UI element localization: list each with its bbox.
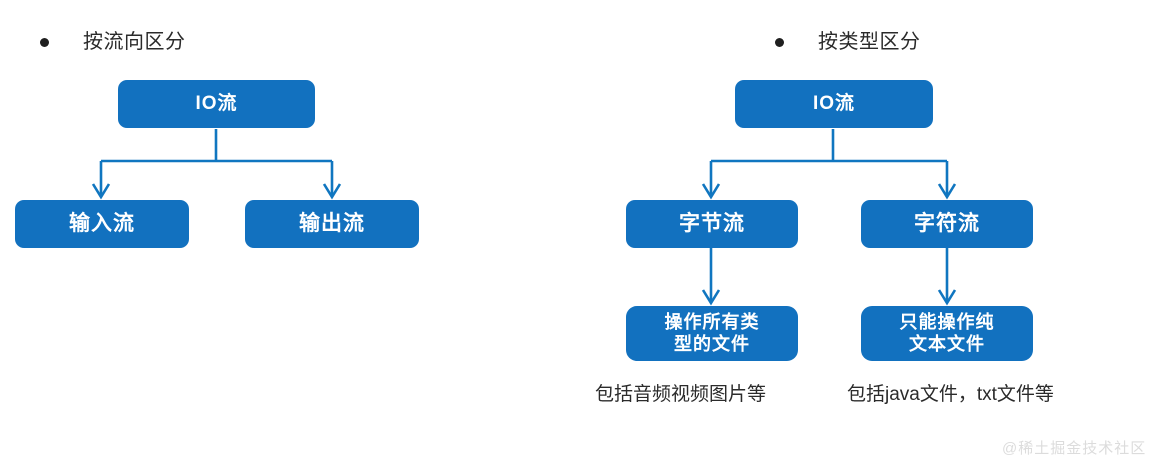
byte-detail-arrowhead: [701, 289, 721, 306]
node-output-stream-label: 输出流: [299, 211, 365, 235]
node-byte-stream-detail-line2: 型的文件: [674, 333, 750, 354]
right-section-heading: 按类型区分: [775, 32, 921, 52]
bullet-dot-icon: [40, 37, 49, 47]
right-root-node-label: IO流: [812, 92, 856, 114]
left-arrowhead-output: [322, 183, 342, 200]
node-output-stream[interactable]: 输出流: [245, 200, 419, 248]
node-byte-stream-detail-line1: 操作所有类: [664, 312, 760, 333]
node-char-stream[interactable]: 字符流: [861, 200, 1033, 248]
right-root-node[interactable]: IO流: [735, 80, 933, 128]
node-char-stream-detail-line2: 文本文件: [909, 333, 985, 354]
node-byte-stream[interactable]: 字节流: [626, 200, 798, 248]
node-byte-stream-label: 字节流: [679, 211, 745, 235]
right-arrowhead-byte: [701, 183, 721, 200]
left-arrowhead-input: [91, 183, 111, 200]
left-heading-label: 按流向区分: [83, 31, 186, 53]
caption-byte-stream: 包括音频视频图片等: [595, 384, 767, 405]
char-detail-arrowhead: [937, 289, 957, 306]
left-root-node-label: IO流: [195, 92, 238, 114]
node-input-stream-label: 输入流: [69, 211, 135, 235]
node-byte-stream-detail[interactable]: 操作所有类 型的文件: [626, 306, 798, 361]
caption-char-stream: 包括java文件，txt文件等: [847, 384, 1054, 405]
node-char-stream-detail[interactable]: 只能操作纯 文本文件: [861, 306, 1033, 361]
left-root-node[interactable]: IO流: [118, 80, 315, 128]
bullet-dot-icon: [775, 37, 784, 47]
watermark-text: @稀土掘金技术社区: [1002, 440, 1147, 457]
right-heading-label: 按类型区分: [818, 31, 921, 53]
node-char-stream-detail-line1: 只能操作纯: [899, 312, 995, 333]
right-arrowhead-char: [937, 183, 957, 200]
node-char-stream-label: 字符流: [914, 211, 980, 235]
left-section-heading: 按流向区分: [40, 32, 186, 52]
node-input-stream[interactable]: 输入流: [15, 200, 189, 248]
